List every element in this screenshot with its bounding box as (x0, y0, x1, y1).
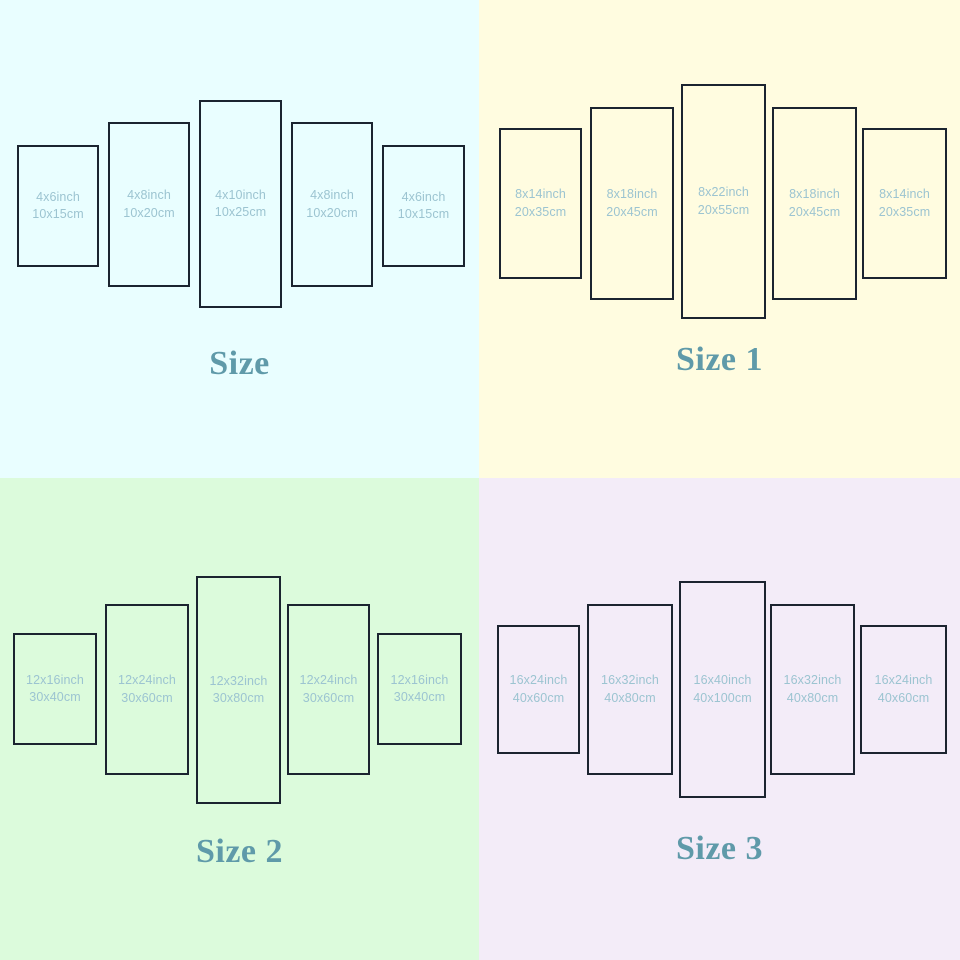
frame-label-cm: 30x60cm (121, 690, 173, 705)
frame-label-inch: 8x18inch (789, 187, 840, 202)
frame-label-cm: 20x45cm (606, 204, 658, 219)
frame-label-inch: 16x24inch (874, 673, 933, 688)
frame-4[interactable]: 4x8inch 10x20cm (291, 122, 373, 287)
frame-label-inch: 12x24inch (299, 673, 358, 688)
frame-label: 12x24inch 30x60cm (300, 672, 358, 707)
frame-label-cm: 40x100cm (693, 690, 752, 705)
frame-label-cm: 30x60cm (302, 690, 355, 705)
frame-1[interactable]: 8x14inch 20x35cm (499, 128, 582, 279)
frame-5[interactable]: 16x24inch 40x60cm (860, 625, 947, 754)
frame-label: 8x14inch 20x35cm (515, 186, 566, 221)
frame-label-cm: 10x15cm (397, 207, 450, 221)
frame-label: 4x8inch 10x20cm (123, 187, 174, 222)
frame-label: 8x18inch 20x45cm (606, 186, 657, 221)
frame-2[interactable]: 4x8inch 10x20cm (108, 122, 190, 287)
frame-label: 16x32inch 40x80cm (601, 672, 659, 707)
frame-label: 12x32inch 30x80cm (210, 673, 268, 708)
frame-label: 4x8inch 10x20cm (306, 187, 357, 222)
frame-5[interactable]: 12x16inch 30x40cm (377, 633, 462, 745)
frame-label-inch: 8x18inch (606, 187, 658, 202)
frame-label: 12x24inch 30x60cm (118, 672, 176, 707)
frame-label-cm: 40x80cm (604, 690, 656, 705)
frame-4[interactable]: 8x18inch 20x45cm (772, 107, 857, 300)
frame-5[interactable]: 8x14inch 20x35cm (862, 128, 947, 279)
frame-label-inch: 16x32inch (601, 673, 659, 688)
frame-label-inch: 4x8inch (310, 188, 354, 203)
frame-label-inch: 4x6inch (36, 189, 80, 204)
frame-label-cm: 20x45cm (788, 204, 841, 219)
frame-4[interactable]: 12x24inch 30x60cm (287, 604, 370, 775)
frame-5[interactable]: 4x6inch 10x15cm (382, 145, 465, 267)
frame-label: 8x22inch 20x55cm (698, 184, 749, 219)
frame-label-cm: 10x20cm (306, 205, 358, 220)
frame-3[interactable]: 12x32inch 30x80cm (196, 576, 281, 804)
frame-label-cm: 30x40cm (29, 690, 81, 704)
panel-group-size-2: 12x16inch 30x40cm 12x24inch 30x60cm 12x3… (0, 478, 479, 960)
frame-label-cm: 30x80cm (212, 691, 265, 705)
frame-label-cm: 30x40cm (393, 690, 446, 704)
frame-label-inch: 8x14inch (515, 187, 566, 202)
frame-label-inch: 12x32inch (209, 673, 268, 688)
frame-label-inch: 12x16inch (390, 672, 449, 687)
quadrant-title: Size 1 (675, 341, 764, 378)
frame-label-inch: 4x8inch (127, 188, 171, 203)
frame-label: 16x24inch 40x60cm (510, 672, 568, 707)
frame-label: 16x32inch 40x80cm (784, 672, 842, 707)
frame-1[interactable]: 12x16inch 30x40cm (13, 633, 97, 745)
frame-3[interactable]: 8x22inch 20x55cm (681, 84, 766, 319)
frame-1[interactable]: 16x24inch 40x60cm (497, 625, 580, 754)
frame-4[interactable]: 16x32inch 40x80cm (770, 604, 855, 775)
frame-label-inch: 8x14inch (879, 187, 930, 202)
frame-label-inch: 12x24inch (118, 673, 176, 688)
frame-label-cm: 40x60cm (877, 690, 930, 705)
frame-label-inch: 4x10inch (215, 187, 266, 202)
frame-label-cm: 20x35cm (878, 204, 931, 219)
frame-label-cm: 40x80cm (786, 690, 839, 705)
frame-label: 4x6inch 10x15cm (32, 189, 83, 224)
frame-2[interactable]: 12x24inch 30x60cm (105, 604, 189, 775)
quadrant-title: Size (209, 345, 270, 382)
frame-2[interactable]: 16x32inch 40x80cm (587, 604, 673, 775)
frame-label-cm: 40x60cm (512, 690, 565, 705)
quadrant-size-3: 16x24inch 40x60cm 16x32inch 40x80cm 16x4… (479, 478, 960, 960)
frame-2[interactable]: 8x18inch 20x45cm (590, 107, 674, 300)
frame-label-cm: 20x35cm (514, 204, 567, 219)
frame-label-cm: 10x20cm (123, 205, 175, 220)
frame-label-inch: 16x40inch (693, 673, 752, 688)
frame-label-inch: 8x22inch (698, 185, 749, 200)
frame-label: 4x10inch 10x25cm (215, 187, 266, 222)
frame-label: 12x16inch 30x40cm (26, 672, 84, 707)
quadrant-title: Size 2 (195, 833, 284, 870)
frame-label-cm: 20x55cm (697, 202, 750, 217)
quadrant-size-2: 12x16inch 30x40cm 12x24inch 30x60cm 12x3… (0, 478, 479, 960)
quadrant-title: Size 3 (675, 830, 764, 867)
quadrant-size: 4x6inch 10x15cm 4x8inch 10x20cm 4x10inch… (0, 0, 479, 478)
quadrant-size-1: 8x14inch 20x35cm 8x18inch 20x45cm 8x22in… (479, 0, 960, 478)
frame-3[interactable]: 16x40inch 40x100cm (679, 581, 766, 798)
frame-label-cm: 10x15cm (32, 207, 84, 221)
frame-label-cm: 10x25cm (214, 205, 267, 219)
frame-3[interactable]: 4x10inch 10x25cm (199, 100, 282, 308)
panel-group-size: 4x6inch 10x15cm 4x8inch 10x20cm 4x10inch… (0, 0, 479, 478)
frame-label: 4x6inch 10x15cm (398, 189, 449, 224)
frame-label: 16x40inch 40x100cm (693, 672, 751, 707)
frame-label: 12x16inch 30x40cm (391, 672, 449, 707)
panel-group-size-3: 16x24inch 40x60cm 16x32inch 40x80cm 16x4… (479, 478, 960, 960)
frame-label: 16x24inch 40x60cm (875, 672, 933, 707)
frame-1[interactable]: 4x6inch 10x15cm (17, 145, 99, 267)
frame-label: 8x14inch 20x35cm (879, 186, 930, 221)
frame-label-inch: 12x16inch (26, 672, 84, 687)
frame-label-inch: 16x24inch (509, 673, 568, 688)
frame-label-inch: 4x6inch (401, 189, 446, 204)
frame-label-inch: 16x32inch (783, 673, 842, 688)
frame-label: 8x18inch 20x45cm (789, 186, 840, 221)
panel-group-size-1: 8x14inch 20x35cm 8x18inch 20x45cm 8x22in… (479, 0, 960, 478)
